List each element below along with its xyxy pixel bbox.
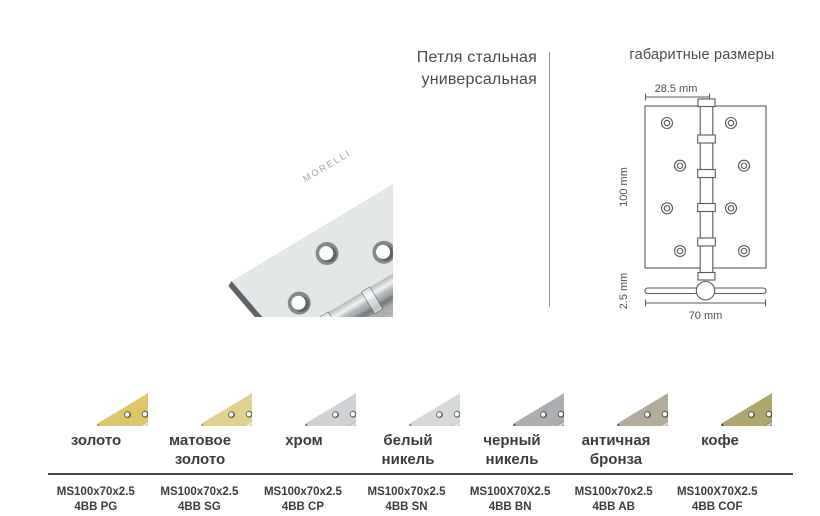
drawing-pin — [697, 98, 716, 281]
drawing-screw-holes — [660, 116, 751, 258]
product-photo: MORELLI — [58, 12, 393, 317]
variant-thumbnail — [44, 348, 148, 426]
variant-card-white-nickel: белый никель — [356, 348, 460, 469]
drawing-side-view — [644, 280, 767, 301]
variant-name: хром — [285, 432, 323, 449]
variant-name: кофе — [701, 432, 739, 449]
variant-thumbnail — [148, 348, 252, 426]
codes-divider-line — [48, 473, 793, 475]
variant-thumbnail — [460, 348, 564, 426]
dimensions-header: габаритные размеры — [629, 47, 775, 63]
dim-top-width-label: 28.5 mm — [655, 83, 698, 95]
product-title: Петля стальная универсальная — [327, 47, 537, 91]
variant-card-matte-gold: матовое золото — [148, 348, 252, 469]
variant-thumbnail — [252, 348, 356, 426]
vertical-divider — [549, 52, 550, 307]
dim-thickness-label: 2.5 mm — [618, 273, 630, 310]
variant-thumbnail — [668, 348, 772, 426]
variant-thumbnail — [564, 348, 668, 426]
variant-name: черный никель — [483, 432, 541, 468]
variant-card-black-nickel: черный никель — [460, 348, 564, 469]
variant-name: золото — [70, 432, 122, 449]
product-title-line1: Петля стальная — [416, 49, 537, 66]
variant-thumbnail — [356, 348, 460, 426]
variant-card-gold: золото — [44, 348, 148, 469]
dim-bottom-width-label: 70 mm — [689, 310, 723, 322]
dimensions-drawing: 28.5 mm 100 mm — [618, 83, 767, 322]
variant-name: матовое золото — [168, 432, 232, 468]
brand-engraving: MORELLI — [301, 148, 353, 184]
dim-height-label: 100 mm — [618, 167, 630, 207]
product-title-line2: универсальная — [421, 71, 537, 88]
variant-card-antique-bronze: античная бронза — [564, 348, 668, 469]
variant-name: античная бронза — [581, 432, 651, 468]
variant-name: белый никель — [381, 432, 435, 468]
variant-card-chrome: хром — [252, 348, 356, 469]
variants-row: золото матовое золото хром белый никель … — [44, 348, 769, 469]
variant-card-coffee: кофе — [668, 348, 772, 469]
